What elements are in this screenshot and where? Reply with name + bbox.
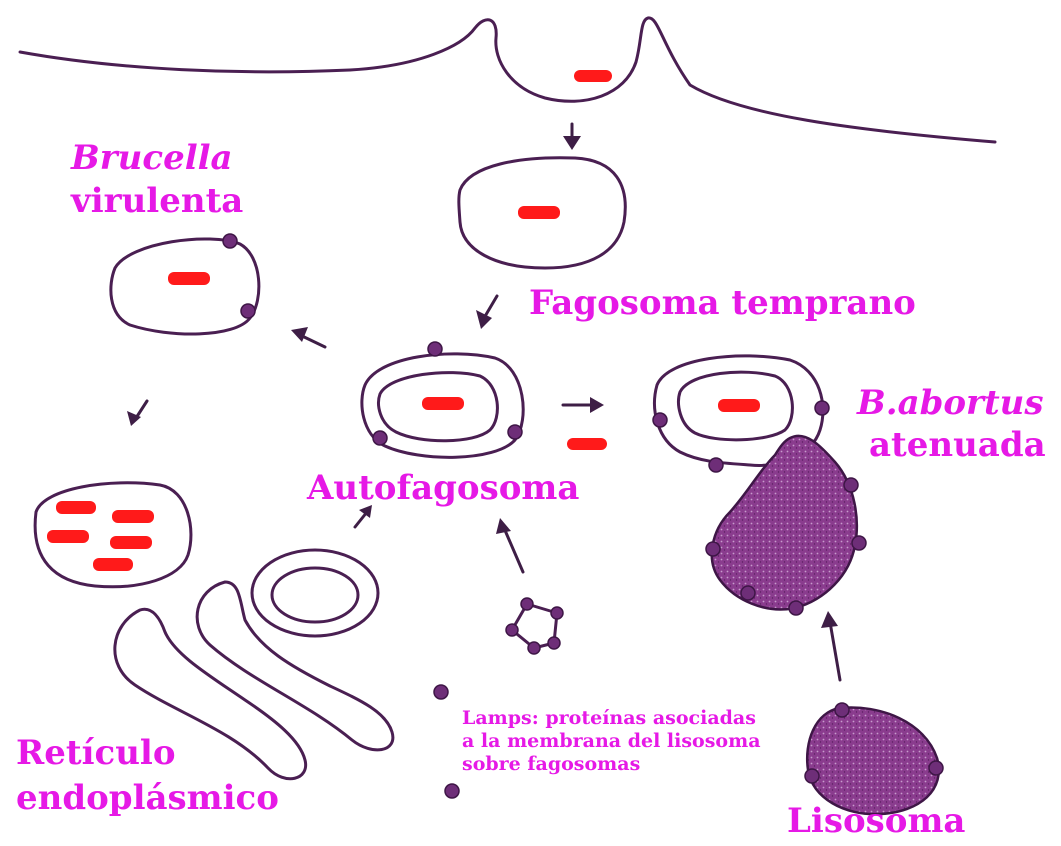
label-lisosoma: Lisosoma: [787, 803, 965, 840]
free-bacterium: [567, 438, 607, 450]
replicating-bacterium: [93, 558, 133, 571]
lamp-dot: [709, 458, 723, 472]
lamp-dot: [521, 598, 533, 610]
fusing-lysosome: [712, 436, 857, 610]
lamp-dot: [428, 342, 442, 356]
lamps-note-line-3: sobre fagosomas: [462, 753, 761, 776]
lamp-dot: [741, 586, 755, 600]
lamp-dot: [241, 304, 255, 318]
legend-lamp-dot: [434, 685, 448, 699]
lamp-dot: [844, 478, 858, 492]
arrow-er-to-autophagosome: [355, 505, 372, 527]
virulent-vacuole-membrane: [111, 239, 259, 334]
replicating-bacterium: [56, 501, 96, 514]
lysosome: [807, 707, 939, 814]
legend-lamp-dot: [445, 784, 459, 798]
forming-autophagosome-inner: [272, 568, 358, 622]
lamp-dot: [223, 234, 237, 248]
lamp-dot: [653, 413, 667, 427]
replicating-bacterium: [112, 510, 154, 523]
arrow-vesicle-to-autophagosome: [496, 518, 523, 572]
lamp-dot: [548, 637, 560, 649]
replicating-bacterium: [47, 530, 89, 543]
lamp-dot: [852, 536, 866, 550]
label-b-abortus: B.abortus: [857, 385, 1044, 422]
lamp-dot: [929, 761, 943, 775]
label-fagosoma-temprano: Fagosoma temprano: [529, 285, 916, 322]
lamps-note-line-1: Lamps: proteínas asociadas: [462, 707, 761, 730]
lamp-dot: [789, 601, 803, 615]
arrow-lysosome-to-fusion: [821, 611, 840, 680]
arrow-entry-to-early-phagosome: [563, 124, 581, 150]
label-virulenta: virulenta: [71, 183, 243, 220]
arrow-virulent-to-replicative: [127, 401, 147, 426]
lamp-dot: [706, 542, 720, 556]
lamps-note-line-2: a la membrana del lisosoma: [462, 730, 761, 753]
arrow-early-to-autophagosome: [476, 296, 497, 329]
lamp-dot: [506, 624, 518, 636]
label-brucella: Brucella: [71, 140, 233, 177]
lamps-legend-note: Lamps: proteínas asociadas a la membrana…: [462, 707, 761, 777]
lamp-dot: [528, 642, 540, 654]
bacterium-entering: [574, 70, 612, 82]
lamp-dot: [835, 703, 849, 717]
er-cisterna-outer: [197, 582, 393, 750]
label-autofagosoma: Autofagosoma: [307, 470, 579, 507]
lamp-dot: [805, 769, 819, 783]
early-phagosome-bacterium: [518, 206, 560, 219]
plasma-membrane: [20, 18, 995, 142]
arrow-autophagosome-to-attenuated: [563, 397, 604, 413]
label-reticulo: Retículo: [16, 735, 176, 772]
attenuated-phagosome-bacterium: [718, 399, 760, 412]
lamp-dot: [551, 607, 563, 619]
label-endoplasmico: endoplásmico: [16, 780, 279, 817]
virulent-vacuole-bacterium: [168, 272, 210, 285]
label-atenuada: atenuada: [869, 427, 1046, 464]
lamp-dot: [373, 431, 387, 445]
autophagosome-bacterium: [422, 397, 464, 410]
replicating-bacterium: [110, 536, 152, 549]
lamp-dot: [815, 401, 829, 415]
lamp-dot: [508, 425, 522, 439]
arrow-autophagosome-to-virulent: [291, 327, 325, 347]
